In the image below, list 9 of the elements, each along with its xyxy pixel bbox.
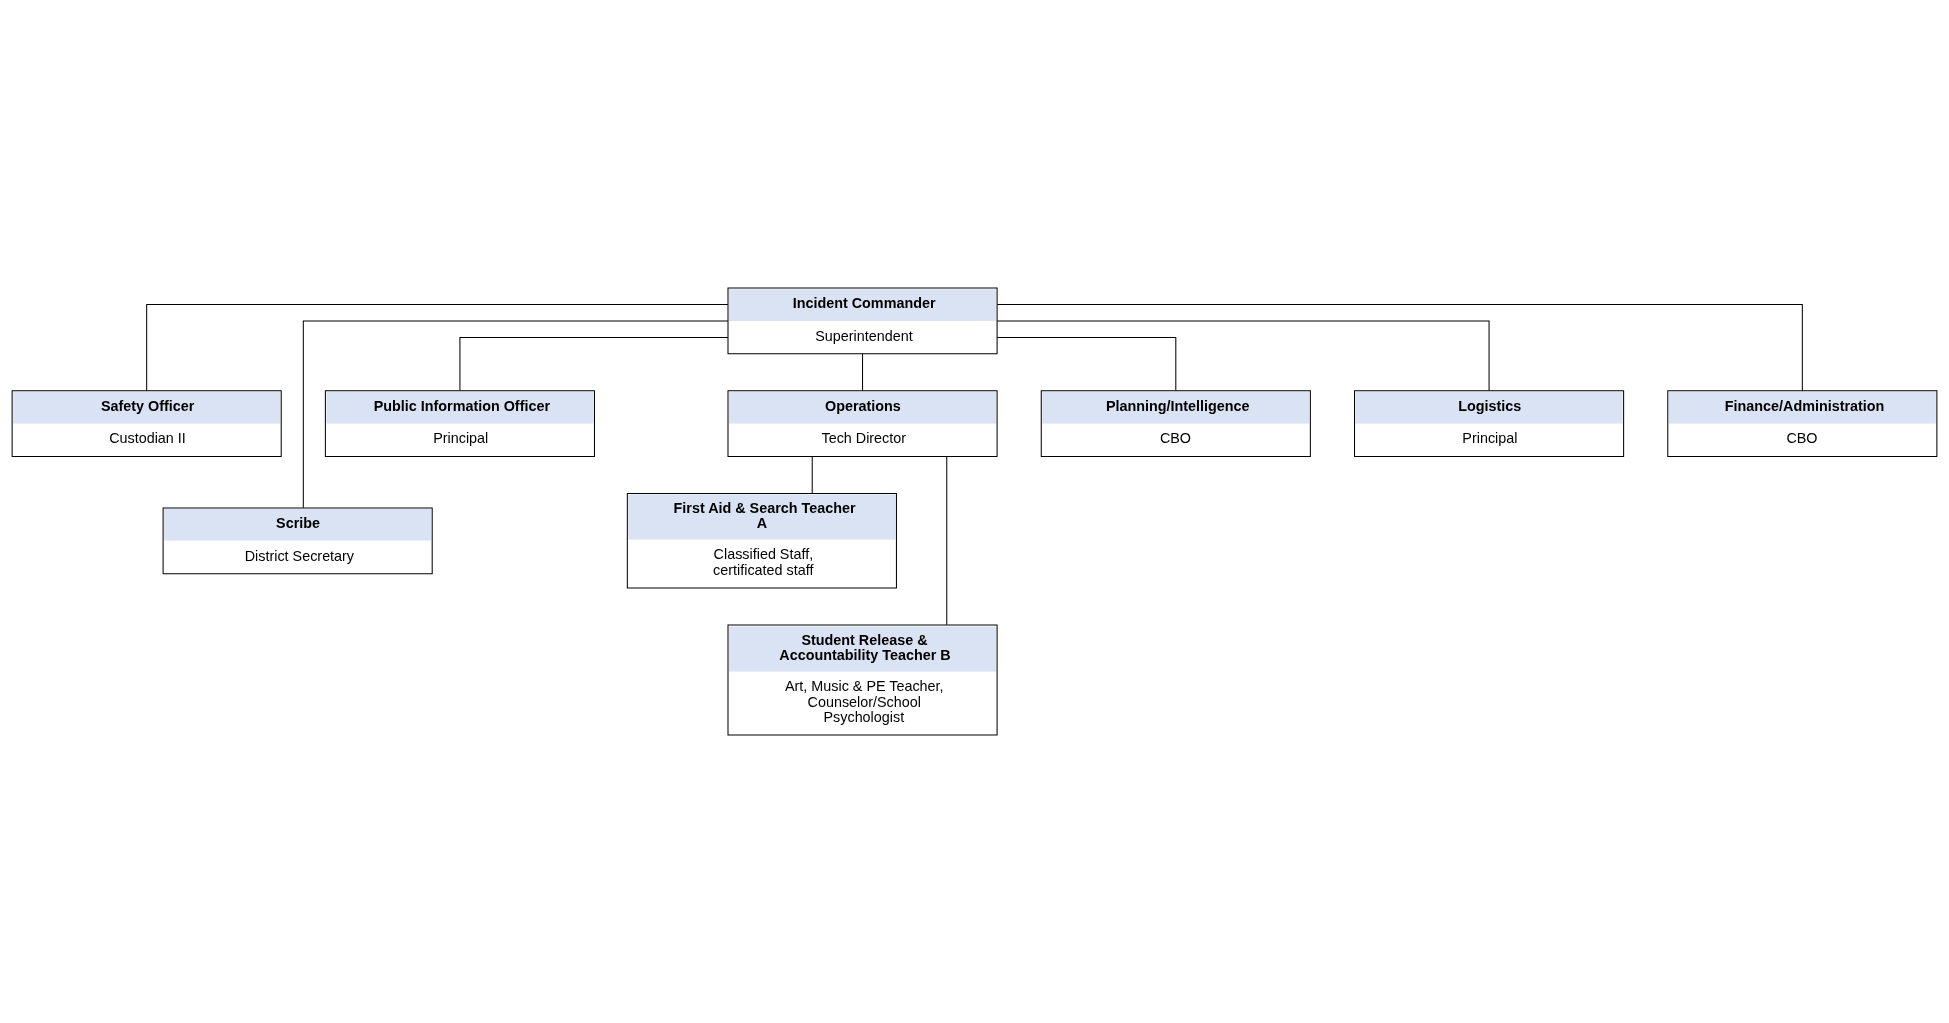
connector <box>996 336 1177 392</box>
connector <box>946 456 948 626</box>
connector <box>459 336 729 392</box>
connector <box>862 353 864 392</box>
connector <box>302 320 729 509</box>
connector <box>146 304 729 392</box>
connector <box>996 304 1803 392</box>
connector <box>996 320 1490 392</box>
connector <box>811 456 813 494</box>
